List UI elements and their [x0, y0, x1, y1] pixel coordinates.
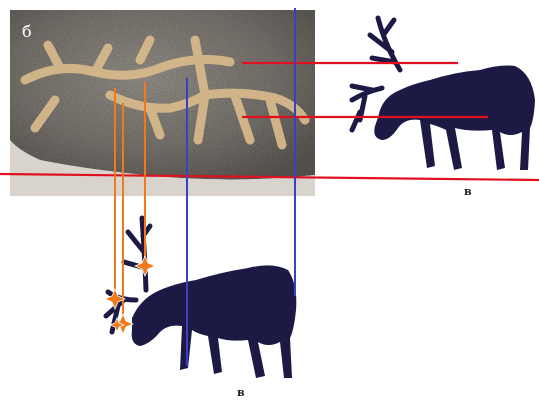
label-top-right: в — [464, 185, 472, 198]
deer-silhouette-top — [352, 18, 535, 170]
rock-photo — [10, 10, 315, 196]
deer-silhouette-bottom — [106, 218, 296, 378]
panel-label: б — [22, 22, 32, 41]
label-bottom: в — [237, 386, 245, 399]
star-marker — [135, 256, 155, 276]
